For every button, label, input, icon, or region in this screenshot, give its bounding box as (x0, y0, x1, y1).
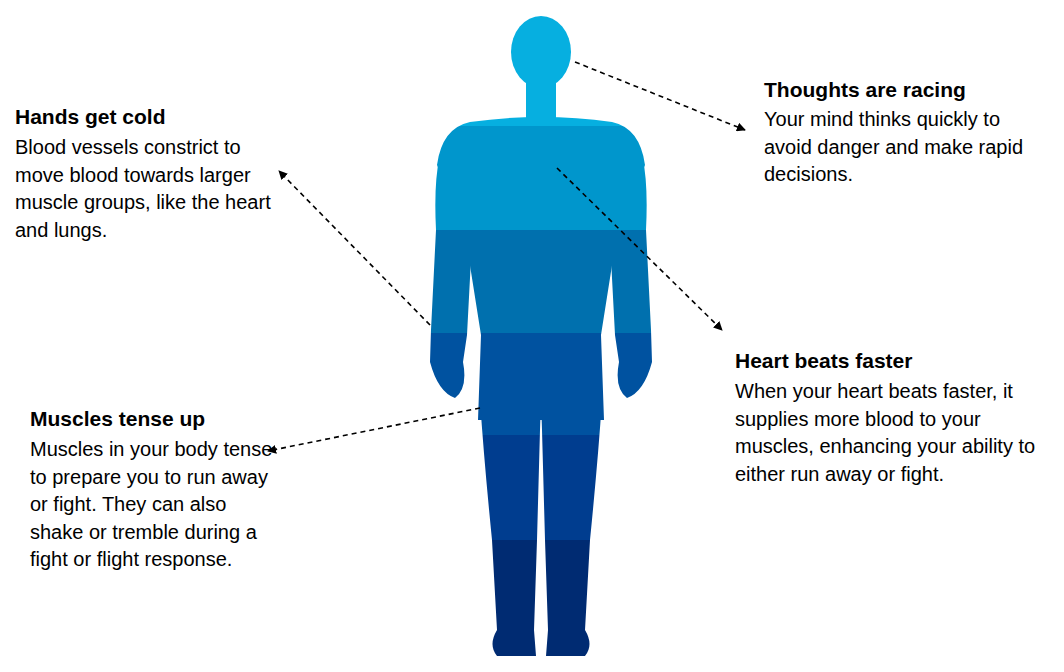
right-leg (541, 400, 602, 656)
callout-text: Muscles in your body tense to prepare yo… (30, 436, 273, 574)
left-arm (430, 132, 472, 398)
callout-heading: Heart beats faster (735, 348, 912, 374)
leader-line (575, 62, 745, 130)
leader-line (557, 168, 722, 330)
leader-line (268, 408, 480, 451)
callout-text: Your mind thinks quickly to avoid danger… (764, 106, 1049, 189)
callout-text: Blood vessels constrict to move blood to… (15, 134, 283, 244)
callout-heading: Thoughts are racing (764, 77, 966, 103)
head (511, 16, 571, 88)
neck (526, 78, 556, 120)
callout-heading: Hands get cold (15, 104, 166, 130)
human-silhouette (430, 16, 652, 656)
right-arm (610, 132, 652, 398)
callout-heading: Muscles tense up (30, 406, 205, 432)
leader-line (279, 171, 430, 325)
left-leg (480, 400, 541, 656)
callout-text: When your heart beats faster, it supplie… (735, 378, 1043, 488)
